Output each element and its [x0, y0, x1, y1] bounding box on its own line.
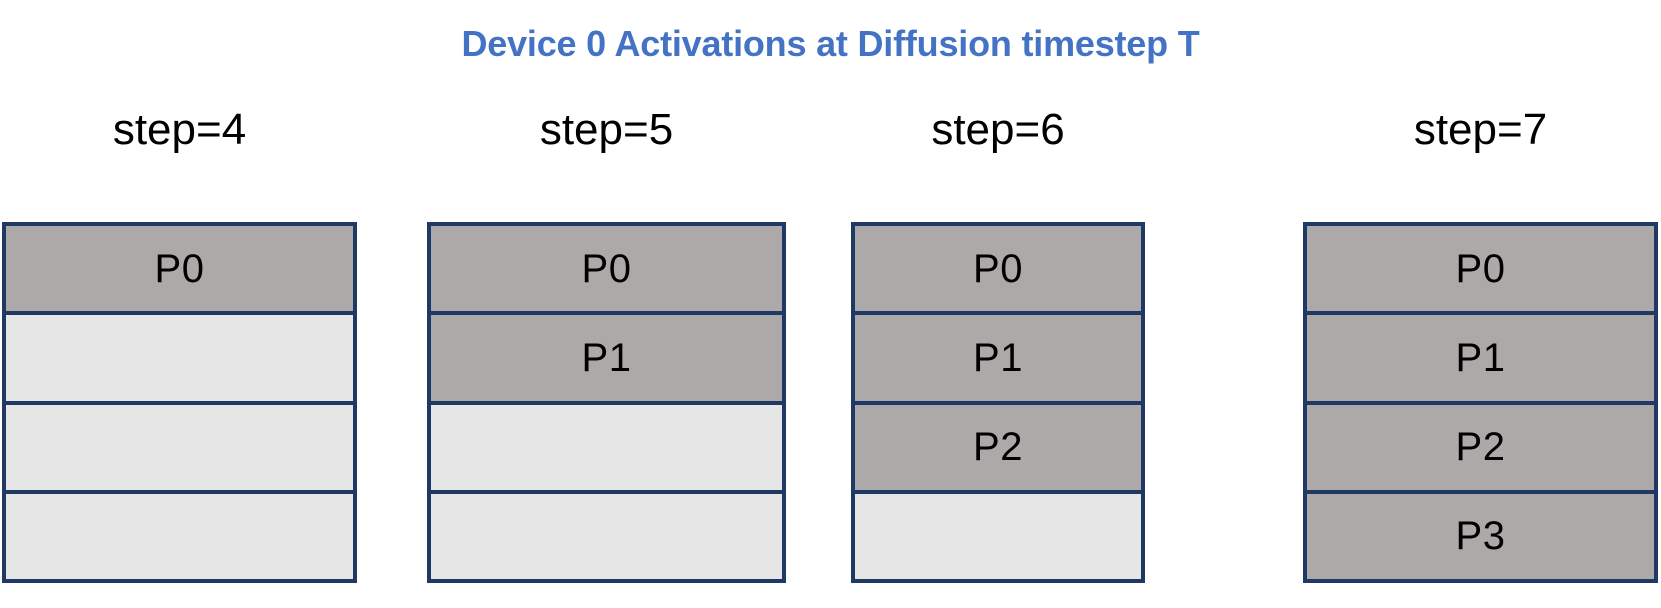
- memory-slot-2-0: P0: [855, 226, 1141, 312]
- memory-slot-label: P1: [1455, 335, 1506, 380]
- memory-slot-1-1: P1: [431, 311, 782, 401]
- memory-slot-1-0: P0: [431, 226, 782, 312]
- memory-slot-3-2: P2: [1307, 400, 1654, 490]
- memory-slot-label: P0: [581, 246, 632, 291]
- memory-box-0: P0: [2, 222, 357, 583]
- step-label-1: step=5: [539, 105, 674, 154]
- memory-slot-0-0: P0: [6, 226, 353, 312]
- page-title: Device 0 Activations at Diffusion timest…: [461, 23, 1200, 64]
- memory-slot-1-3: [431, 489, 782, 579]
- memory-slot-label: P2: [1455, 425, 1506, 470]
- memory-slot-label: P0: [973, 246, 1023, 291]
- memory-slot-2-1: P1: [855, 311, 1141, 401]
- step-label-0: step=4: [112, 105, 247, 154]
- memory-slot-label: P3: [1455, 514, 1506, 559]
- memory-slot-label: P2: [973, 425, 1023, 470]
- step-label-2: step=6: [931, 105, 1065, 154]
- memory-slot-label: P0: [154, 246, 205, 291]
- memory-slot-0-3: [6, 489, 353, 579]
- memory-slot-label: P1: [581, 335, 632, 380]
- memory-slot-3-3: P3: [1307, 489, 1654, 579]
- memory-slot-1-2: [431, 400, 782, 490]
- memory-slot-2-3: [855, 489, 1141, 579]
- memory-slot-0-2: [6, 400, 353, 490]
- memory-slot-2-2: P2: [855, 400, 1141, 490]
- step-label-3: step=7: [1413, 105, 1548, 154]
- memory-slot-3-1: P1: [1307, 311, 1654, 401]
- memory-slot-0-1: [6, 311, 353, 401]
- memory-slot-label: P0: [1455, 246, 1506, 291]
- memory-slot-3-0: P0: [1307, 226, 1654, 312]
- memory-slot-label: P1: [973, 335, 1023, 380]
